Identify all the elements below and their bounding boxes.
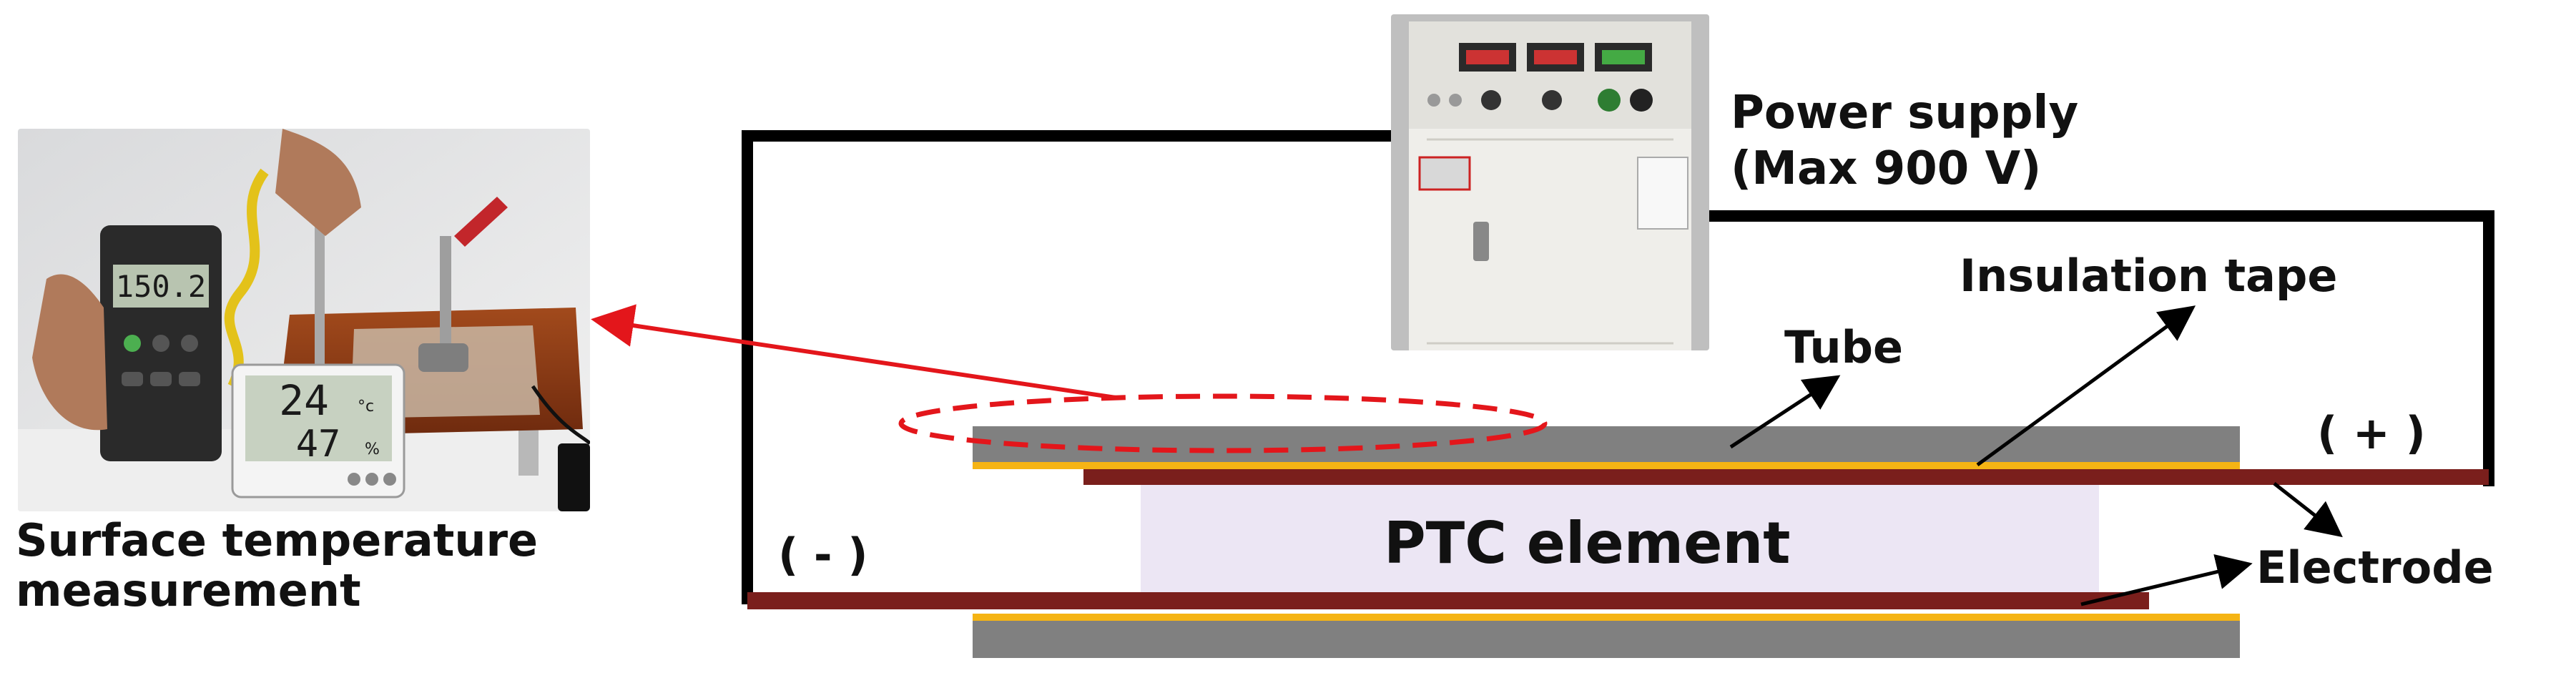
power-supply-illustration	[1391, 14, 1709, 350]
insulation-tape-arrow	[1976, 305, 2196, 467]
insulation-tape-label: Insulation tape	[1960, 250, 2338, 302]
electrode-label: Electrode	[2256, 541, 2494, 594]
hygro-temp-unit-text: °c	[358, 398, 374, 416]
top-tube	[973, 426, 2240, 462]
hygro-humidity-text: 47	[296, 423, 341, 466]
positive-wire	[1709, 210, 2494, 486]
meter-reading-text: 150.2	[116, 269, 206, 304]
power-supply-label-line2: (Max 900 V)	[1731, 142, 2042, 195]
measurement-arrow	[591, 304, 1116, 400]
tube-arrow	[1729, 375, 1841, 449]
hygro-humidity-unit-text: %	[365, 441, 380, 458]
top-insulation-tape	[973, 462, 2240, 469]
surface-temperature-label-line2: measurement	[16, 564, 361, 616]
ptc-element-block	[1141, 485, 2099, 592]
electrode-arrow-lower	[2080, 554, 2253, 606]
bottom-tube	[973, 621, 2240, 658]
tube-label: Tube	[1784, 321, 1904, 373]
measurement-region-ellipse	[898, 393, 1548, 453]
negative-terminal-label: ( - )	[778, 529, 868, 581]
power-supply-photo	[1391, 14, 1709, 350]
positive-terminal-label: ( + )	[2317, 407, 2426, 459]
ptc-element-label: PTC element	[1384, 510, 1791, 576]
electrode-arrow-upper	[2273, 482, 2343, 538]
hygro-temp-text: 24	[279, 376, 329, 425]
measurement-setup-illustration: 150.2 24 °c 47 %	[18, 129, 590, 511]
surface-temperature-label-line1: Surface temperature	[16, 514, 539, 566]
top-electrode	[1083, 469, 2489, 485]
negative-wire	[742, 130, 1391, 604]
surface-measurement-photo: 150.2 24 °c 47 %	[18, 129, 590, 511]
power-supply-label-line1: Power supply	[1731, 87, 2079, 139]
bottom-electrode	[747, 592, 2149, 609]
bottom-insulation-tape	[973, 614, 2240, 621]
